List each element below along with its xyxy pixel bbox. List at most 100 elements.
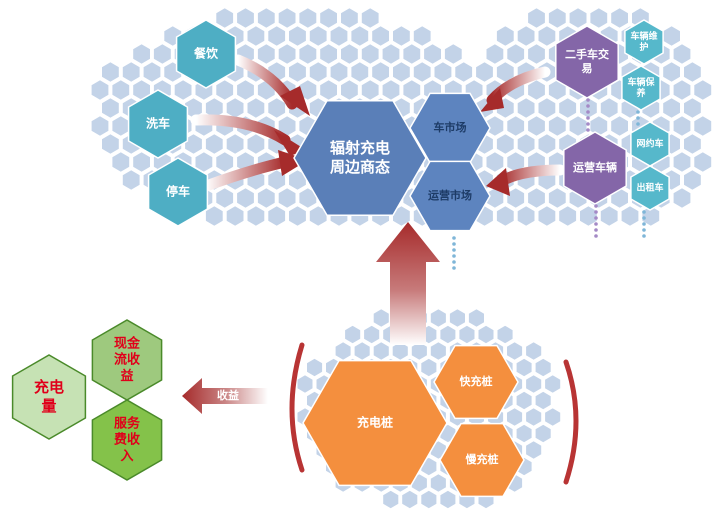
background-hex [305,357,324,378]
ops-market-hex [409,160,491,232]
background-hex [412,60,432,84]
background-hex [439,489,457,510]
flow-arrow-head [480,88,504,112]
used-car-hex [555,25,619,99]
background-hex [682,96,703,120]
background-hex [672,186,692,210]
background-hex [537,204,557,228]
background-hex [100,96,121,120]
background-hex [308,24,328,48]
background-hex [256,186,276,210]
background-hex [420,489,438,510]
connector-dot [594,234,598,238]
background-hex [429,472,448,494]
background-hex [362,324,381,345]
background-hex [524,439,543,461]
connector-dot [642,216,646,220]
right-bracket [563,359,579,485]
background-hex [100,60,121,84]
background-hex [267,204,287,228]
fast-charge-hex [433,344,519,420]
background-hex [693,150,713,174]
connector-dot [642,228,646,232]
background-hex [381,78,401,102]
background-hex [682,60,703,84]
background-hex [547,186,567,210]
background-hex [410,340,429,362]
flow-arrow-head [486,168,510,196]
background-hex [477,324,495,345]
flow-arrow-shaft [200,156,291,192]
background-hex [235,6,256,30]
background-hex [277,186,297,210]
background-hex [402,42,422,66]
background-hex [439,324,457,345]
connector-dot [452,236,456,240]
background-hex [620,204,640,228]
background-hex [672,78,692,102]
background-hex [371,24,391,48]
background-hex [90,114,110,138]
background-hex [506,186,526,210]
background-hex [287,204,308,228]
connector-dot [452,242,456,246]
connector-dot [586,104,590,108]
background-hex [298,78,318,102]
maintain-hex [624,19,664,65]
background-hex [132,42,152,66]
background-hex [516,24,536,48]
background-hex [360,6,380,30]
background-hex [334,340,352,362]
background-hex [412,24,432,48]
background-hex [568,6,588,30]
connector-dot [452,266,456,270]
background-hex [515,390,533,411]
background-hex [111,150,131,174]
background-hex [225,96,245,120]
service-fee-hex-label: 费收 [114,432,141,448]
background-hex [672,150,692,174]
background-hex [496,324,514,345]
background-hex [121,60,141,84]
background-hex [371,60,391,84]
background-hex [515,423,533,444]
connector-dot [636,116,640,120]
background-hex [391,60,411,84]
center-hex-label: 辐射充电 [330,139,390,157]
background-hex [682,168,703,192]
background-hex [526,114,547,138]
background-hex [296,373,314,395]
connector-dot [586,110,590,114]
background-hex [526,186,547,210]
background-hex [454,60,474,84]
connector-dot [642,222,646,226]
slow-charge-hex [439,422,525,498]
background-hex [433,60,453,84]
connector-dot [594,228,598,232]
background-hex [350,24,370,48]
connector-dot [586,98,590,102]
background-hex [204,132,224,156]
maintain-hex-label: 车辆维 [630,30,657,42]
background-hex [246,204,266,228]
background-hex [661,60,682,84]
taxi-hex-label: 出租车 [636,182,663,194]
upkeep-hex-label: 养 [635,87,645,99]
connector-dot [642,210,646,214]
connector-dot [642,234,646,238]
center-hex [293,100,427,216]
food-hex [175,19,237,89]
background-hex [256,6,276,30]
background-hex [568,114,588,138]
background-hex [661,96,682,120]
background-hex [329,60,349,84]
volume-hex-label: 量 [41,397,56,415]
background-hex [372,340,390,362]
background-hex [578,204,599,228]
rideshare-hex-label: 网约车 [636,138,663,150]
background-hex [225,132,245,156]
background-hex [516,132,536,156]
background-hex [485,150,505,174]
background-hex [339,6,359,30]
background-hex [287,24,308,48]
